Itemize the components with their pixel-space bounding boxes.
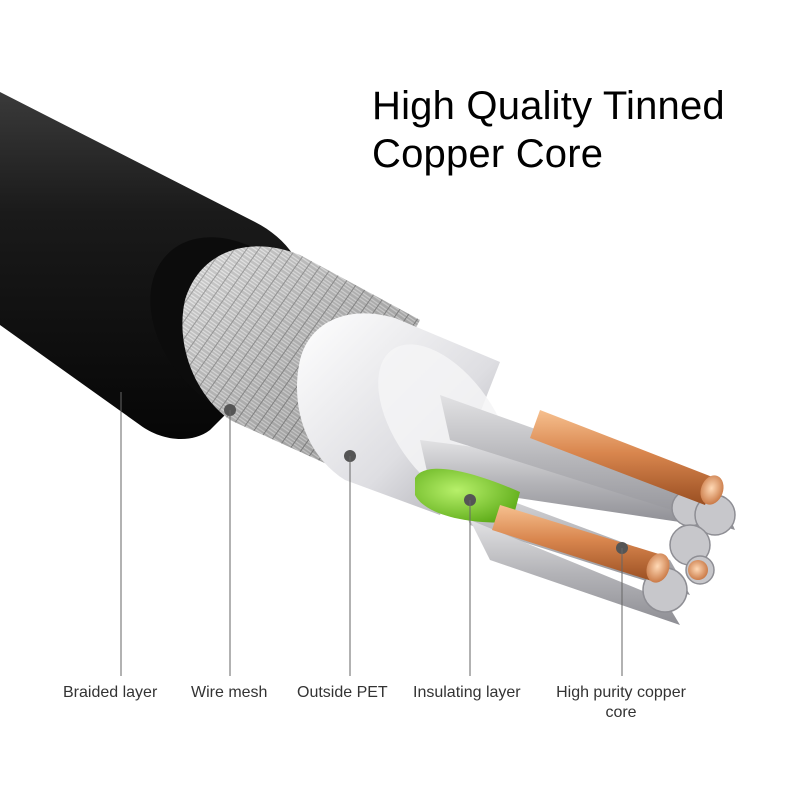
label-wire-mesh: Wire mesh [191,684,268,701]
copper-core-upper [530,410,724,505]
copper-core-lower [492,505,670,583]
label-outside-pet: Outside PET [297,684,388,701]
label-insulating-layer: Insulating layer [413,684,521,701]
headline-line-2: Copper Core [372,132,604,176]
headline: High Quality Tinned Copper Core [372,82,792,178]
headline-line-1: High Quality Tinned [372,84,725,128]
label-braided-layer: Braided layer [63,684,158,701]
label-high-purity-copper-core: High purity copper core [556,684,686,721]
leader-lines [120,392,628,676]
copper-core-small [688,560,708,580]
